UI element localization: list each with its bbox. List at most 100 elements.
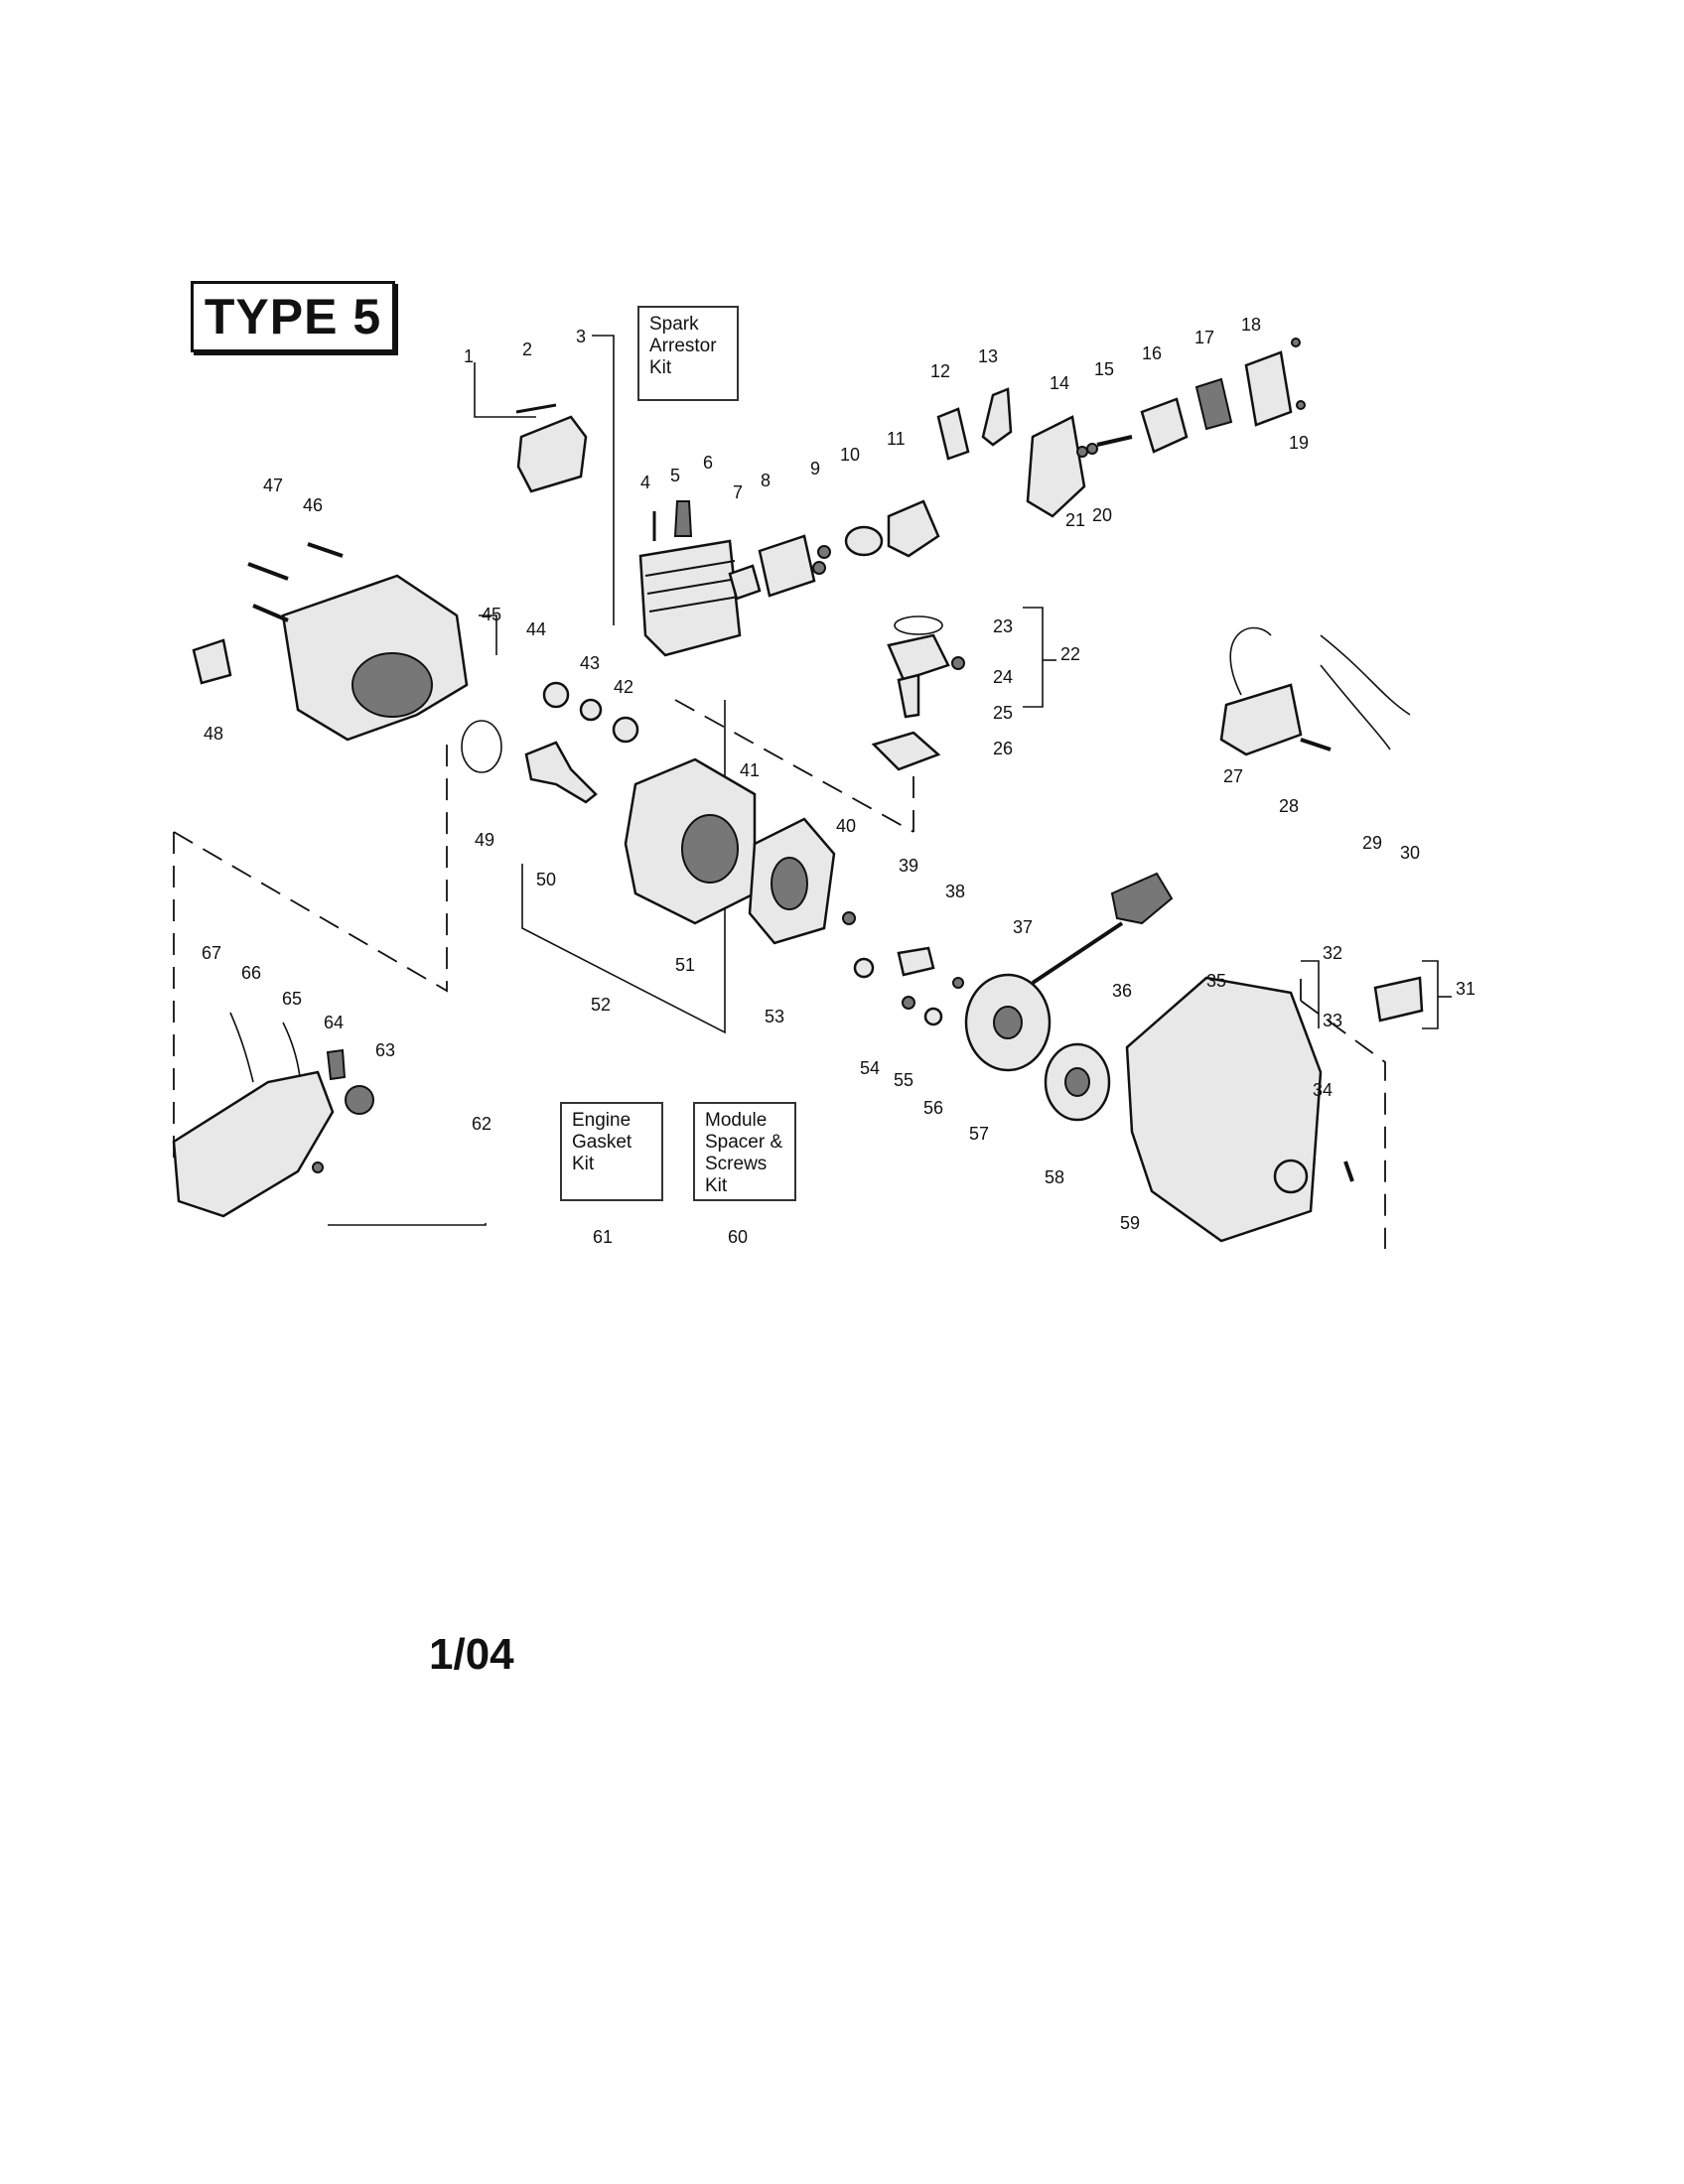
crankshaft-part: [524, 741, 598, 804]
screw-part: [1343, 1160, 1354, 1182]
callout-23: 23: [993, 616, 1013, 636]
screw-part: [812, 561, 826, 575]
screw-part: [1296, 400, 1306, 410]
callout-64: 64: [324, 1013, 344, 1032]
carburetor-part: [887, 499, 940, 558]
callout-44: 44: [526, 619, 546, 639]
engine-gasket-kit-box: Engine Gasket Kit: [560, 1102, 663, 1201]
muffler-cover-part: [516, 415, 588, 493]
fuel-tank-part: [172, 1070, 335, 1218]
o-ring-part: [461, 720, 502, 773]
kit-label-line: Engine: [572, 1110, 632, 1131]
callout-29: 29: [1362, 833, 1382, 853]
callout-42: 42: [614, 677, 633, 697]
callout-47: 47: [263, 476, 283, 495]
callout-24: 24: [993, 667, 1013, 687]
washer-part: [923, 1007, 943, 1026]
callout-56: 56: [923, 1098, 943, 1118]
screw-part: [1300, 738, 1332, 751]
screw-part: [952, 977, 964, 989]
wrist-pin-part: [951, 656, 965, 670]
fuel-filter-part: [326, 1048, 347, 1081]
gasket-part: [936, 407, 970, 461]
callout-54: 54: [860, 1058, 880, 1078]
callout-28: 28: [1279, 796, 1299, 816]
part-callouts: 1 2 3 4 5 6 7 8 9 10 11 12 13 14 15 16 1…: [202, 315, 1475, 1247]
callout-6: 6: [703, 453, 713, 473]
callout-59: 59: [1120, 1213, 1140, 1233]
callout-31: 31: [1456, 979, 1475, 999]
stop-wire-part: [1320, 664, 1391, 751]
washer-part: [853, 957, 875, 979]
leader-lines: [328, 335, 1452, 1226]
callout-13: 13: [978, 346, 998, 366]
fuel-cap-part: [345, 1085, 374, 1115]
callout-45: 45: [482, 605, 501, 624]
callout-5: 5: [670, 466, 680, 485]
washer-part: [1086, 443, 1098, 455]
kit-label-line: Arrestor: [649, 336, 717, 356]
callout-1: 1: [464, 346, 474, 366]
bracket-part: [192, 638, 232, 685]
callout-60: 60: [728, 1227, 748, 1247]
kit-label-line: Kit: [705, 1175, 728, 1196]
kit-label-line: Screws: [705, 1154, 768, 1174]
callout-55: 55: [894, 1070, 913, 1090]
spark-arrestor-kit-box: Spark Arrestor Kit: [637, 306, 739, 401]
screw-part: [1096, 435, 1133, 447]
clamp-part: [1373, 976, 1424, 1023]
reed-part: [844, 525, 884, 557]
callout-14: 14: [1050, 373, 1069, 393]
callout-20: 20: [1092, 505, 1112, 525]
type-badge-label: TYPE 5: [204, 289, 382, 344]
spark-plug-part: [673, 500, 693, 537]
callout-48: 48: [204, 724, 223, 744]
filter-cover-part: [1244, 350, 1293, 427]
kit-label-line: Kit: [572, 1154, 595, 1174]
connecting-rod-part: [897, 673, 920, 719]
callout-63: 63: [375, 1040, 395, 1060]
callout-32: 32: [1323, 943, 1342, 963]
screw-part: [902, 996, 915, 1010]
callout-66: 66: [241, 963, 261, 983]
callout-35: 35: [1206, 971, 1226, 991]
screw-part: [312, 1161, 324, 1173]
type-badge: TYPE 5: [191, 281, 395, 352]
callout-17: 17: [1194, 328, 1214, 347]
callout-40: 40: [836, 816, 856, 836]
fuel-line-part: [229, 1012, 254, 1083]
callout-41: 41: [740, 760, 760, 780]
callout-27: 27: [1223, 766, 1243, 786]
callout-51: 51: [675, 955, 695, 975]
callout-10: 10: [840, 445, 860, 465]
pin-part: [515, 403, 557, 414]
screw-part: [247, 562, 289, 581]
callout-18: 18: [1241, 315, 1261, 335]
callout-52: 52: [591, 995, 611, 1015]
washer-part: [1076, 446, 1088, 458]
callout-3: 3: [576, 327, 586, 346]
callout-9: 9: [810, 459, 820, 478]
gasket-part: [728, 564, 762, 601]
callout-43: 43: [580, 653, 600, 673]
air-filter-part: [1194, 377, 1233, 431]
kit-label-line: Module: [705, 1110, 768, 1131]
callout-15: 15: [1094, 359, 1114, 379]
cylinder-part: [638, 539, 742, 657]
callout-57: 57: [969, 1124, 989, 1144]
kit-label-line: Spacer &: [705, 1132, 783, 1153]
callout-46: 46: [303, 495, 323, 515]
starter-rope-part: [1031, 921, 1124, 985]
callout-8: 8: [761, 471, 771, 490]
module-spacer-kit-box: Module Spacer & Screws Kit: [693, 1102, 796, 1201]
callout-11: 11: [887, 429, 906, 449]
ignition-module-part: [1219, 683, 1303, 756]
callout-26: 26: [993, 739, 1013, 758]
callout-4: 4: [640, 473, 650, 492]
bearing-part: [579, 698, 603, 722]
starter-handle-part: [1110, 872, 1174, 925]
bearing-part: [612, 716, 639, 744]
kit-label-line: Spark: [649, 314, 699, 335]
